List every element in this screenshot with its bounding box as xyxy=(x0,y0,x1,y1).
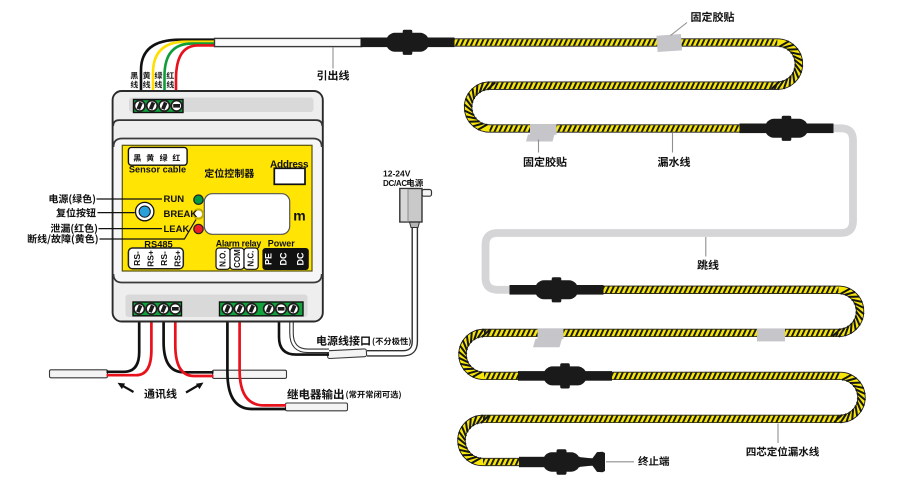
svg-text:RS-: RS- xyxy=(132,251,142,266)
svg-text:m: m xyxy=(293,208,305,224)
svg-text:N.C.: N.C. xyxy=(247,251,256,267)
svg-text:COM: COM xyxy=(233,249,242,268)
svg-text:DC/AC: DC/AC xyxy=(383,179,407,188)
svg-text:DC: DC xyxy=(295,252,305,265)
svg-text:RS485: RS485 xyxy=(144,240,172,250)
svg-text:Power: Power xyxy=(268,238,296,248)
svg-text:RUN: RUN xyxy=(164,194,185,205)
svg-text:Address: Address xyxy=(270,159,309,170)
svg-text:PE: PE xyxy=(264,253,274,265)
svg-text:Alarm relay: Alarm relay xyxy=(216,238,262,248)
svg-text:BREAK: BREAK xyxy=(164,209,198,220)
svg-text:RS+: RS+ xyxy=(173,250,183,267)
svg-text:N.O.: N.O. xyxy=(219,250,228,266)
svg-text:LEAK: LEAK xyxy=(164,224,190,235)
svg-text:12-24V: 12-24V xyxy=(383,169,411,179)
svg-text:RS+: RS+ xyxy=(146,250,156,267)
svg-text:Sensor cable: Sensor cable xyxy=(129,165,186,175)
svg-text:RS-: RS- xyxy=(159,251,169,266)
svg-text:DC: DC xyxy=(279,252,289,265)
